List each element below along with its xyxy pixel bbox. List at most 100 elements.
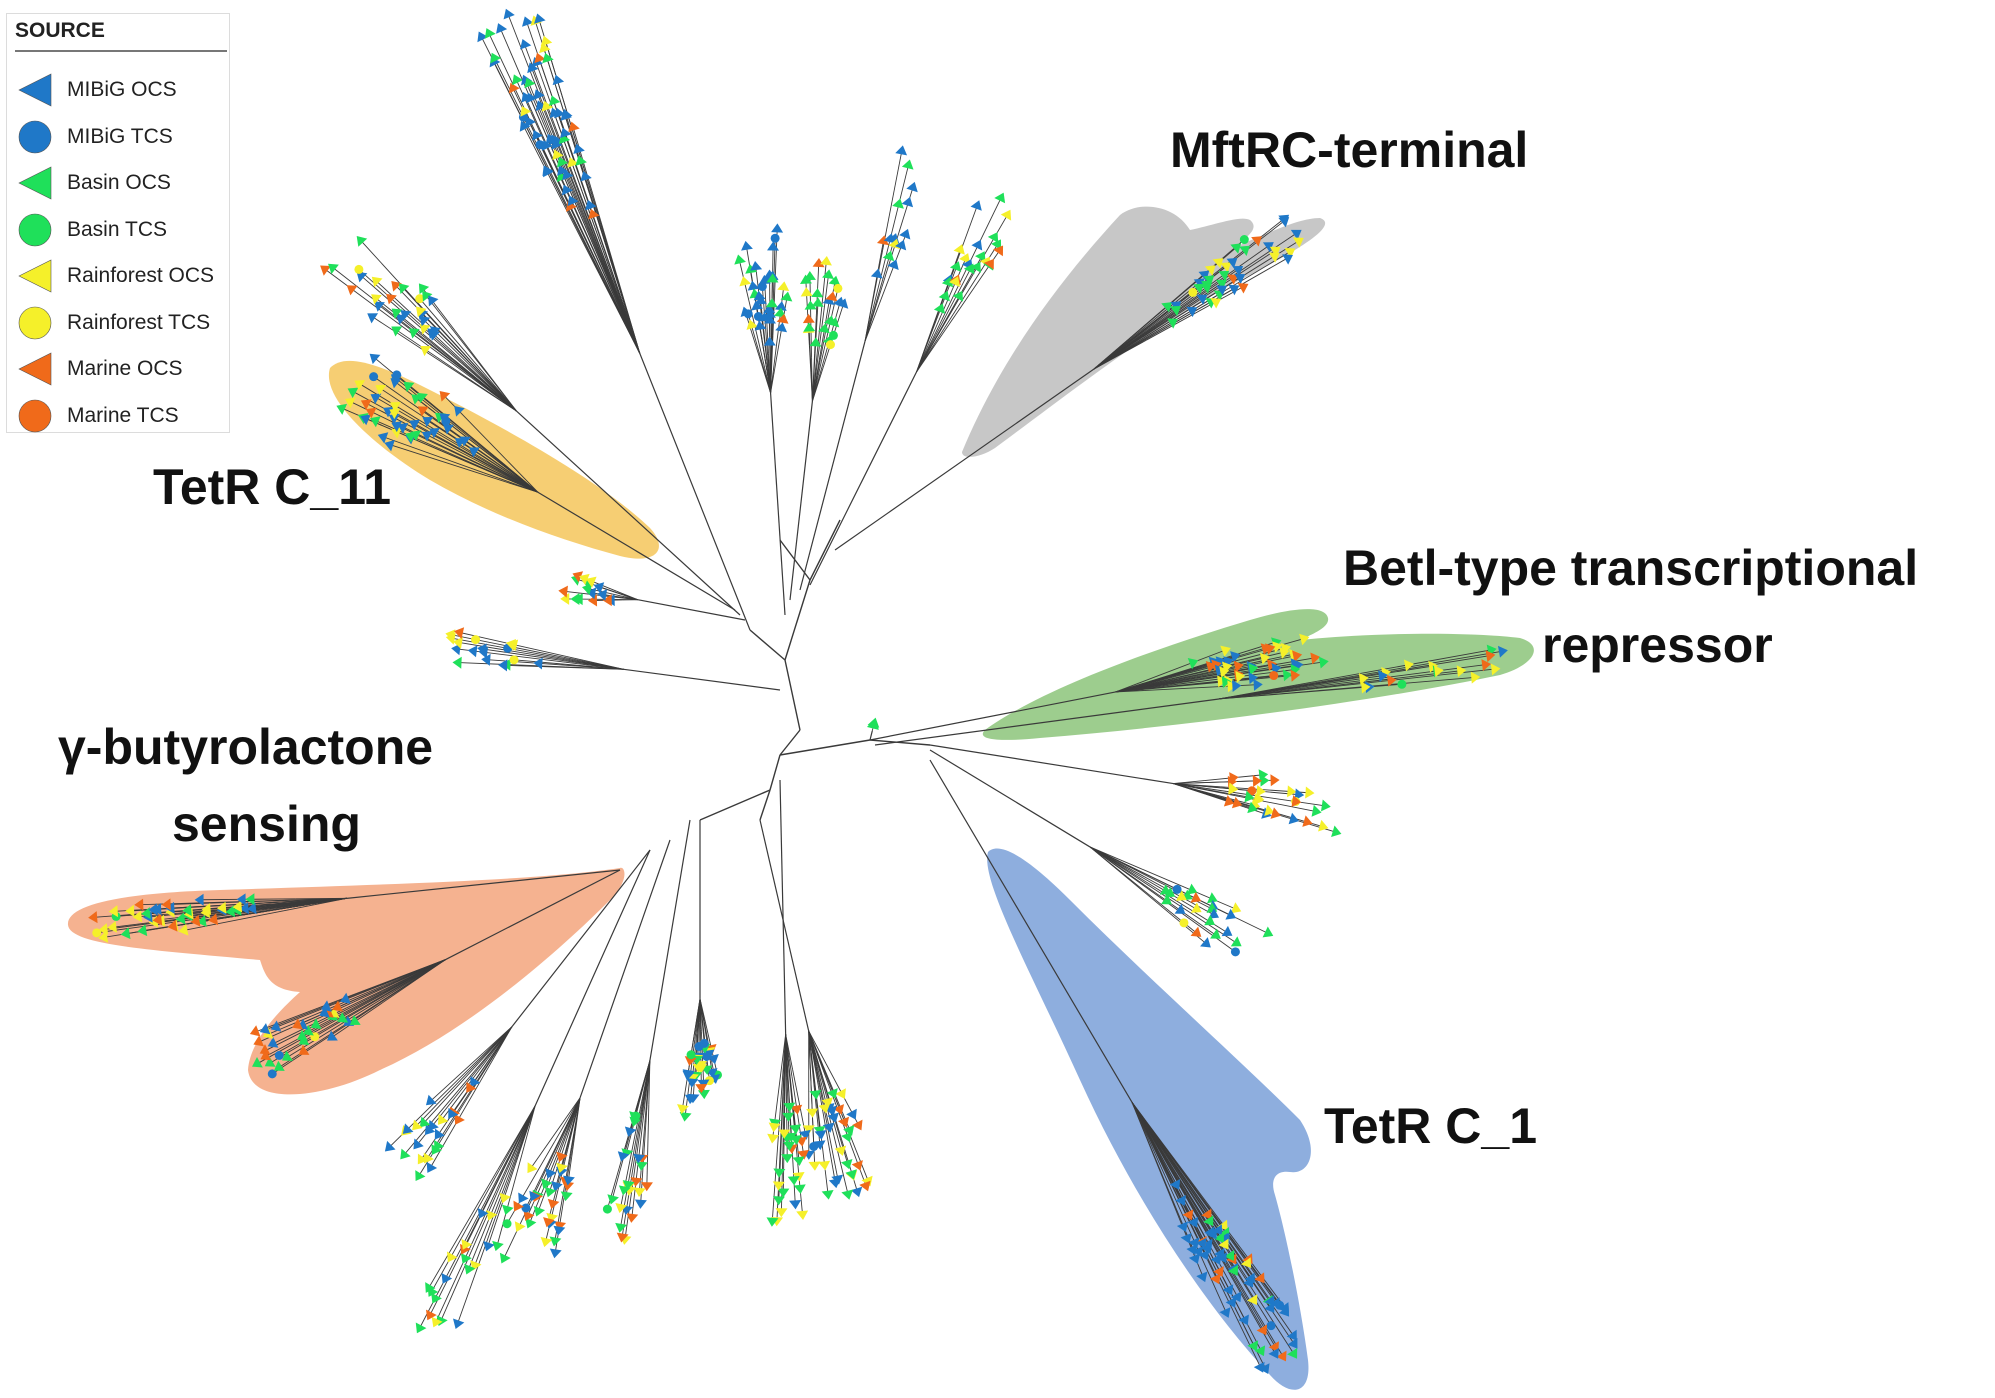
tree-branch <box>639 1060 651 1112</box>
leaf-triangle-marker <box>428 1119 439 1131</box>
leaf-triangle-marker <box>754 320 767 331</box>
leaf-triangle-marker <box>813 1126 826 1136</box>
tree-branch <box>817 275 829 358</box>
leaf-triangle-marker <box>1201 1242 1212 1254</box>
tree-branch <box>331 986 407 1038</box>
leaf-triangle-marker <box>682 1069 695 1080</box>
leaf-triangle-marker <box>1176 1221 1188 1233</box>
tree-branch <box>513 659 586 667</box>
leaf-triangle-marker <box>765 298 778 308</box>
tree-branch <box>749 629 786 661</box>
leaf-triangle-marker <box>1201 1208 1212 1220</box>
leaf-triangle-marker <box>426 1162 438 1173</box>
leaf-triangle-marker <box>1269 246 1281 257</box>
leaf-triangle-marker <box>835 1088 846 1100</box>
tree-branch <box>346 869 621 899</box>
tree-branch <box>769 754 781 791</box>
leaf-circle-marker <box>757 282 767 292</box>
leaf-triangle-marker <box>941 276 954 288</box>
clade-label-tetr-c1: TetR C_1 <box>1324 1098 1538 1154</box>
tree-branch <box>173 907 287 927</box>
leaf-triangle-marker <box>751 300 763 311</box>
leaf-triangle-marker <box>783 1141 796 1151</box>
leaf-triangle-marker <box>813 1140 826 1150</box>
tree-branch <box>1171 641 1276 675</box>
leaf-triangle-marker <box>441 1272 453 1284</box>
tree-branch <box>760 301 768 361</box>
leaf-triangle-marker <box>814 1130 827 1140</box>
leaf-triangle-marker <box>1216 285 1228 296</box>
tree-branch <box>1153 1153 1194 1250</box>
leaf-triangle-marker <box>502 1204 514 1215</box>
leaf-triangle-marker <box>532 129 543 141</box>
leaf-triangle-marker <box>1196 294 1208 305</box>
tree-branch <box>529 97 602 265</box>
leaf-triangle-marker <box>466 1081 477 1093</box>
leaf-triangle-marker <box>391 308 403 319</box>
tree-branch <box>302 982 396 1026</box>
leaf-triangle-marker <box>453 637 463 649</box>
leaf-triangle-marker <box>547 1198 560 1210</box>
leaf-triangle-marker <box>522 16 534 27</box>
tree-branch <box>1226 790 1325 807</box>
leaf-triangle-marker <box>800 287 813 297</box>
tree-branch <box>1140 883 1236 953</box>
leaf-triangle-marker <box>629 1111 641 1122</box>
leaf-triangle-marker <box>1260 774 1270 787</box>
leaf-triangle-marker <box>837 1116 850 1128</box>
leaf-triangle-marker <box>624 1126 637 1137</box>
leaf-triangle-marker <box>607 1194 619 1205</box>
tree-branch <box>457 1181 509 1324</box>
leaf-triangle-marker <box>1217 1219 1228 1231</box>
leaf-triangle-marker <box>1211 1224 1222 1236</box>
leaf-triangle-marker <box>818 1160 831 1171</box>
leaf-triangle-marker <box>1230 243 1242 254</box>
clade-label-gbl-line1: γ-butyrolactone <box>58 719 434 775</box>
leaf-triangle-marker <box>553 136 565 147</box>
tree-branch <box>623 668 781 691</box>
tree-branch <box>811 367 824 402</box>
leaf-triangle-marker <box>1237 282 1249 294</box>
leaf-triangle-marker <box>1204 1226 1215 1238</box>
leaf-triangle-marker <box>499 1192 511 1204</box>
leaf-triangle-marker <box>861 1175 873 1187</box>
leaf-triangle-marker <box>409 419 421 431</box>
leaf-triangle-marker <box>386 293 397 305</box>
leaf-triangle-marker <box>1470 671 1481 684</box>
leaf-triangle-marker <box>470 1076 481 1087</box>
tree-branch <box>834 368 1095 551</box>
leaf-triangle-marker <box>827 317 840 328</box>
leaf-triangle-marker <box>273 1060 285 1071</box>
clade-label-tetr-c11: TetR C_11 <box>153 459 392 515</box>
leaf-circle-marker <box>1239 235 1249 245</box>
leaf-triangle-marker <box>246 902 257 915</box>
leaf-triangle-marker <box>1268 252 1280 263</box>
leaf-triangle-marker <box>1190 891 1202 903</box>
tree-branch <box>480 451 539 493</box>
leaf-triangle-marker <box>882 250 895 262</box>
leaf-triangle-marker <box>264 1056 276 1067</box>
leaf-triangle-marker <box>374 301 385 312</box>
tree-branch <box>365 418 478 467</box>
leaf-triangle-marker <box>1287 1337 1298 1349</box>
leaf-triangle-marker <box>787 1176 800 1186</box>
tree-branch <box>762 365 772 394</box>
leaf-triangle-marker <box>692 1063 705 1074</box>
leaf-triangle-marker <box>1225 908 1237 920</box>
leaf-triangle-marker <box>337 1012 349 1023</box>
leaf-triangle-marker <box>983 258 994 270</box>
leaf-triangle-marker <box>1256 784 1266 797</box>
tree-branch <box>324 268 450 362</box>
leaf-triangle-marker <box>684 1094 697 1105</box>
leaf-triangle-marker <box>439 390 451 402</box>
tree-branch <box>639 1106 647 1192</box>
triangle-marker-icon <box>18 352 52 386</box>
leaf-triangle-marker <box>543 1217 555 1228</box>
leaf-triangle-marker <box>1226 257 1238 269</box>
leaf-circle-marker <box>392 370 402 380</box>
leaf-triangle-marker <box>585 199 597 211</box>
leaf-triangle-marker <box>892 198 904 209</box>
leaf-triangle-marker <box>469 447 480 458</box>
leaf-triangle-marker <box>763 308 776 318</box>
leaf-triangle-marker <box>811 297 824 307</box>
